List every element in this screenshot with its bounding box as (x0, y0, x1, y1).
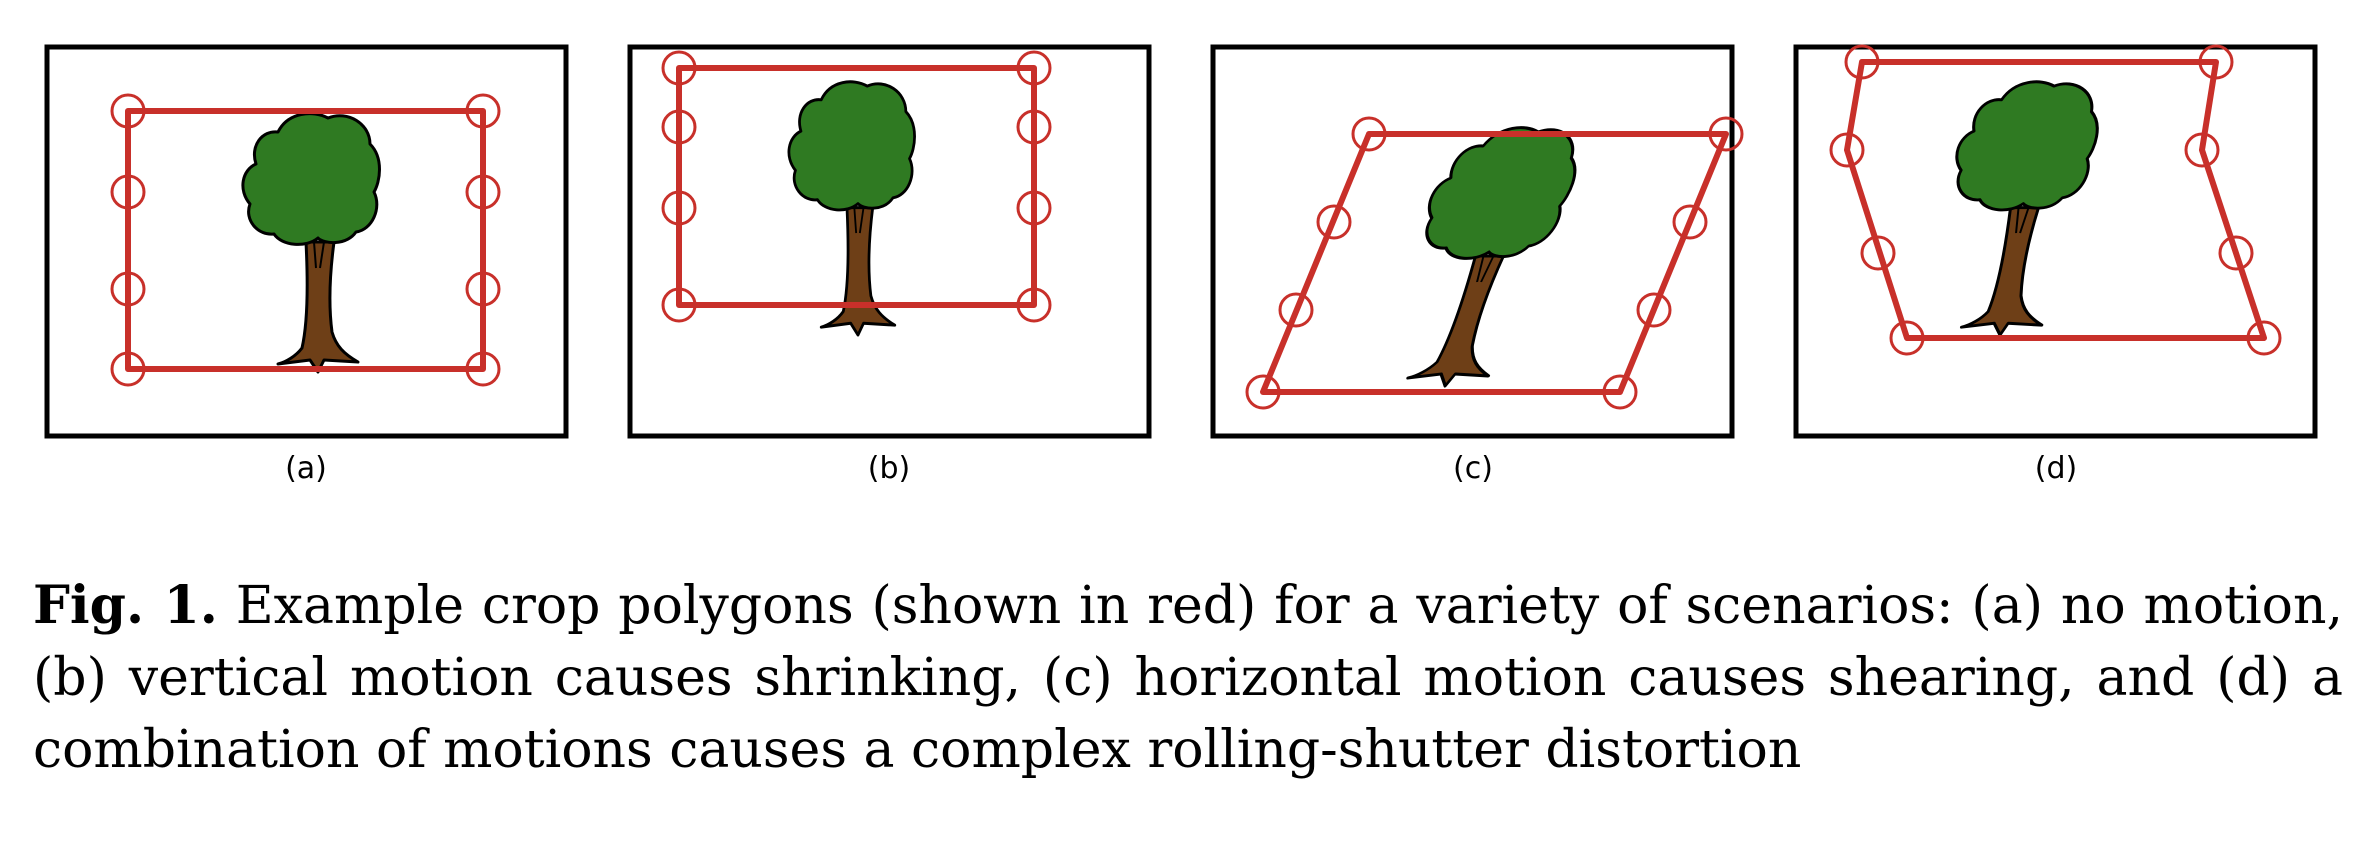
panel-b-control-points (661, 50, 1052, 323)
panel-d-frame (1793, 44, 2318, 439)
panel-a-frame (44, 44, 569, 439)
panel-d-control-points (1829, 44, 2282, 356)
figure-caption: Fig. 1. Example crop polygons (shown in … (33, 570, 2343, 786)
panel-a: (a) (44, 44, 569, 486)
panel-d-label: (d) (2035, 451, 2077, 486)
panel-b-tree (787, 80, 917, 337)
panel-a-tree (241, 112, 381, 374)
panel-a-label: (a) (285, 451, 327, 486)
panel-d: (d) (1793, 44, 2318, 486)
panel-b: (b) (627, 44, 1152, 486)
figure: (a) (b) (c) (44, 44, 2318, 486)
panel-c-frame (1210, 44, 1735, 439)
panel-a-crop-polygon (125, 108, 486, 372)
panel-b-frame (627, 44, 1152, 439)
panel-b-label: (b) (868, 451, 910, 486)
panel-d-crop-polygon (1844, 59, 2267, 341)
figure-caption-label: Fig. 1. (33, 575, 218, 636)
panel-b-crop-polygon (676, 65, 1037, 308)
panel-c: (c) (1210, 44, 1744, 486)
panel-c-tree (1368, 126, 1593, 388)
panel-d-tree (1923, 80, 2108, 337)
panel-c-control-points (1245, 116, 1744, 410)
figure-caption-text: Example crop polygons (shown in red) for… (33, 576, 2343, 780)
panel-a-control-points (110, 93, 501, 387)
panel-c-label: (c) (1453, 451, 1493, 486)
panel-c-crop-polygon (1260, 131, 1729, 395)
